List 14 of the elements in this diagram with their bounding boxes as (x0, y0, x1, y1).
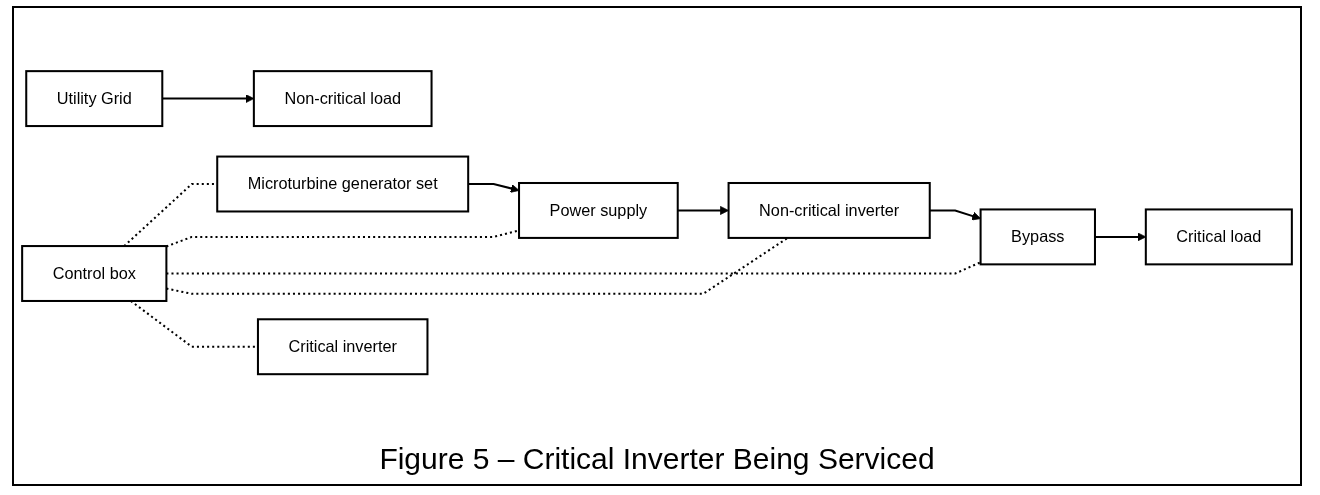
process-box: Bypass (979, 208, 1096, 266)
arrow (468, 183, 520, 194)
process-box: Non-critical load (252, 70, 433, 128)
process-box: Non-critical inverter (727, 182, 931, 240)
process-box: Control box (21, 245, 168, 303)
process-box: Critical load (1144, 208, 1293, 266)
process-box: Critical inverter (256, 318, 429, 376)
process-box: Microturbine generator set (216, 155, 470, 213)
arrow (677, 206, 729, 216)
arrow (929, 209, 981, 221)
control-line (166, 229, 520, 248)
process-box: Utility Grid (25, 70, 164, 128)
process-box: Power supply (518, 182, 679, 240)
figure-caption: Figure 5 – Critical Inverter Being Serviced (379, 442, 935, 476)
